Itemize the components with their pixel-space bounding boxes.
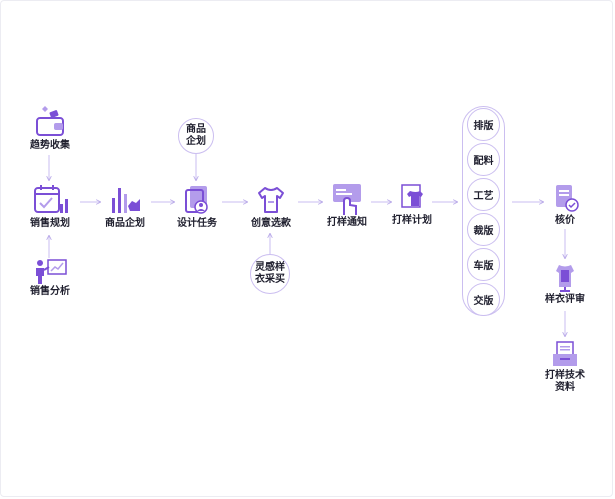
node-product-planning: 商品企划 [98,184,152,230]
step-materials: 配料 [467,143,500,176]
screen-touch-icon [333,184,361,215]
step-handover: 交版 [467,283,500,316]
label-sample-plan: 打样计划 [392,215,432,226]
tshirt-card-icon [401,184,423,208]
node-pricing: 核价 [538,181,592,227]
file-tray-icon [553,341,577,366]
label-sample-notice: 打样通知 [327,217,367,228]
tshirt-icon [258,187,284,213]
node-sample-review: 样衣评审 [538,262,592,306]
bar-chart-hand-icon [112,188,140,213]
label-creative-selection: 创意选款 [251,218,291,229]
process-steps-group [462,106,505,316]
node-sales-analysis: 销售分析 [24,258,76,298]
step-layout: 排版 [467,108,500,141]
calendar-chart-icon [34,185,68,213]
step-sewing: 车版 [467,248,500,281]
label-trend-collection: 趋势收集 [30,140,70,151]
node-sample-tech-docs: 打样技术 资料 [538,340,592,394]
node-sample-plan: 打样计划 [385,181,439,227]
document-user-icon [185,186,208,214]
label-sales-planning: 销售规划 [30,218,70,229]
step-cutting: 裁版 [467,213,500,246]
bubble-inspiration-sample-purchase: 灵感样 衣采买 [250,254,290,294]
node-sales-planning: 销售规划 [24,184,76,230]
label-sales-analysis: 销售分析 [30,286,70,297]
label-sample-tech-docs: 打样技术 资料 [545,370,585,393]
mannequin-icon [556,265,574,292]
label-sample-review: 样衣评审 [545,294,585,305]
label-product-planning: 商品企划 [105,218,145,229]
node-trend-collection: 趋势收集 [24,104,76,152]
bubble-product-planning: 商品 企划 [178,118,214,154]
step-craft: 工艺 [467,178,500,211]
node-design-task: 设计任务 [170,184,224,230]
node-sample-notice: 打样通知 [320,181,374,229]
label-design-task: 设计任务 [177,218,217,229]
node-creative-selection: 创意选款 [244,184,298,230]
wallet-sparkle-icon [36,106,64,136]
presenter-board-icon [36,259,67,284]
label-pricing: 核价 [555,215,575,226]
document-check-icon [556,185,579,212]
